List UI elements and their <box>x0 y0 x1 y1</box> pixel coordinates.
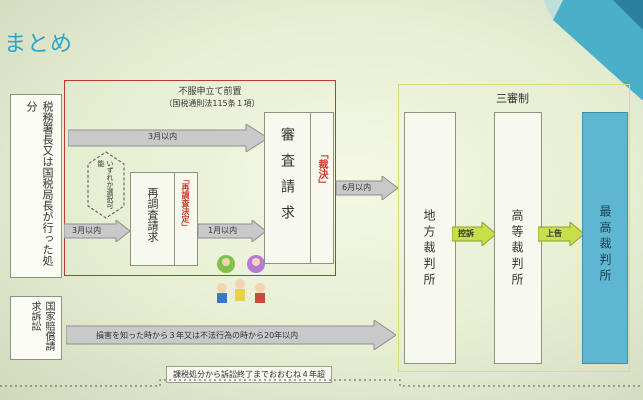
disposition-box: 税務署長又は国税局長が行った処分 <box>10 94 62 278</box>
reinvestigation-decision-box: 「再調査決定」 <box>174 172 198 266</box>
disposition-text: 税務署長又は国税局長が行った処分 <box>25 101 54 266</box>
district-court-box: 地方裁判所 <box>404 112 456 364</box>
decision-text: 「裁決」 <box>316 149 327 189</box>
people-illustration <box>217 255 265 303</box>
either-choice-text: いずれか選択可能 <box>97 160 114 209</box>
supreme-court-text: 最高裁判所 <box>598 205 612 285</box>
arrow-6months-label: 6月以内 <box>342 183 372 192</box>
reinvestigation-box: 再調査請求 <box>130 172 176 266</box>
appeal-koso-arrow <box>452 222 496 246</box>
slide-title: まとめ <box>4 32 74 57</box>
arrow-3months-left-label: 3月以内 <box>72 226 102 235</box>
objection-heading: 不服申立て前置 <box>178 87 242 97</box>
objection-region <box>64 80 336 276</box>
dotted-guide-line <box>0 379 643 387</box>
decorative-corner-shapes <box>543 0 643 100</box>
compensation-arrow <box>66 320 396 350</box>
appeal-jokoku-arrow <box>538 222 584 246</box>
decision-box: 「裁決」 <box>310 112 334 264</box>
three-tier-region <box>398 84 630 372</box>
state-compensation-text: 国家賠償請求訴訟 <box>29 301 54 351</box>
arrow-3months-top <box>68 124 268 152</box>
supreme-court-box: 最高裁判所 <box>582 112 628 364</box>
arrow-6months <box>336 176 398 200</box>
footer-note: 課税処分から訴訟終了までおおむね４年超 <box>166 366 332 383</box>
arrow-3months-left <box>64 220 130 242</box>
review-request-text: 審査請求 <box>279 127 295 231</box>
district-court-text: 地方裁判所 <box>422 209 436 289</box>
appeal-koso-label: 控訴 <box>458 229 474 238</box>
arrow-1month <box>198 220 266 242</box>
reinvestigation-text: 再調査請求 <box>146 187 159 242</box>
arrow-1month-label: 1月以内 <box>208 226 238 235</box>
appeal-jokoku-label: 上告 <box>546 229 562 238</box>
compensation-note: 損害を知った時から３年又は不法行為の時から20年以内 <box>96 331 299 340</box>
arrow-3months-top-label: 3月以内 <box>148 132 178 141</box>
objection-subheading: （国税通則法115条１項） <box>164 99 260 108</box>
high-court-text: 高等裁判所 <box>510 209 524 289</box>
reinvestigation-decision-text: 「再調査決定」 <box>181 175 190 231</box>
three-tier-label: 三審制 <box>496 92 529 105</box>
review-request-box: 審査請求 <box>264 112 312 264</box>
state-compensation-box: 国家賠償請求訴訟 <box>10 296 62 360</box>
high-court-box: 高等裁判所 <box>494 112 542 364</box>
either-choice-hexagon <box>87 151 125 219</box>
